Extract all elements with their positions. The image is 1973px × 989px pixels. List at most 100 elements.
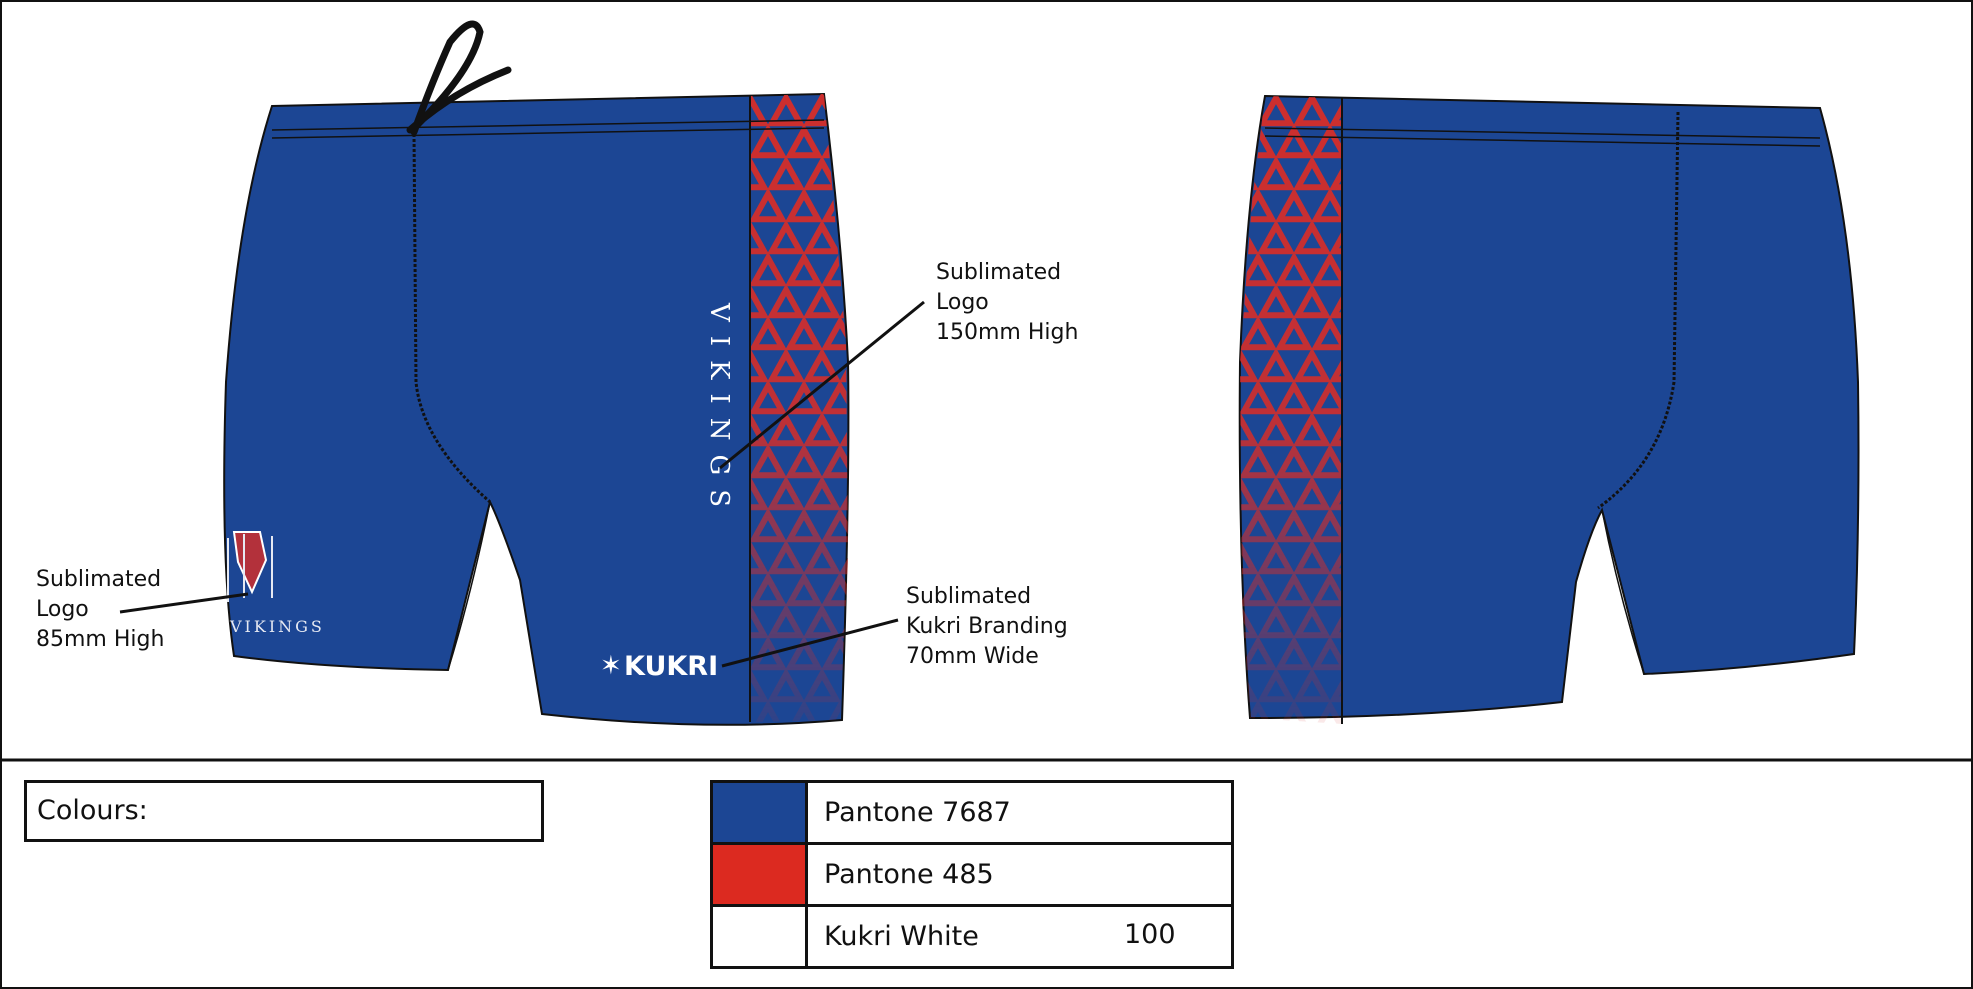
pattern-triangle: [750, 347, 770, 383]
back-waistband-line: [1264, 127, 1821, 139]
pattern-triangle: [1256, 155, 1296, 191]
pattern-triangle: [1310, 251, 1342, 287]
pattern-triangle: [750, 475, 770, 511]
pattern-triangle: [766, 283, 806, 319]
pattern-triangle: [766, 603, 806, 639]
right-logo-callout: Sublimated Logo 150mm High: [936, 260, 1079, 345]
crest-logo: VIKINGS: [227, 531, 325, 636]
pattern-triangle: [1274, 315, 1314, 351]
pattern-triangle: [750, 699, 788, 722]
pattern-triangle: [750, 251, 788, 287]
pattern-triangle: [1292, 603, 1332, 639]
pattern-triangle: [1292, 475, 1332, 511]
back-center-seam: [1597, 111, 1680, 510]
pattern-triangle: [750, 539, 770, 575]
pattern-triangle: [802, 283, 842, 319]
pattern-triangle: [1190, 98, 1218, 123]
pattern-triangle: [1190, 482, 1218, 507]
pattern-triangle: [784, 699, 824, 722]
pattern-triangle: [862, 386, 890, 411]
pattern-triangle: [766, 155, 806, 191]
pattern-triangle: [1310, 123, 1342, 159]
pattern-triangle: [1256, 667, 1296, 703]
pattern-triangle: [784, 187, 824, 223]
drawstring: [406, 20, 512, 136]
pattern-triangle: [802, 475, 842, 511]
pattern-triangle: [1240, 283, 1260, 319]
pattern-triangle: [1240, 187, 1242, 223]
colour-row: Pantone 7687: [710, 780, 1234, 845]
pattern-triangle: [1240, 443, 1242, 479]
pattern-triangle: [862, 642, 890, 667]
pattern-triangle: [750, 379, 788, 415]
pattern-triangle: [862, 258, 890, 283]
pattern-triangle: [862, 130, 890, 155]
pattern-triangle: [750, 219, 770, 255]
pattern-triangle: [1240, 603, 1260, 639]
pattern-triangle: [1292, 667, 1332, 703]
left-logo-pointer: [119, 592, 249, 614]
pattern-triangle: [1274, 443, 1314, 479]
pattern-triangle: [1310, 507, 1342, 543]
pattern-triangle: [1240, 635, 1278, 671]
pattern-triangle: [1310, 635, 1342, 671]
pattern-triangle: [1240, 571, 1278, 607]
pattern-triangle: [784, 315, 824, 351]
pattern-triangle: [1292, 283, 1332, 319]
pattern-triangle: [766, 94, 806, 127]
colour-name-cell: Pantone 7687: [805, 780, 1234, 845]
pattern-triangle: [1240, 411, 1260, 447]
pattern-triangle: [750, 155, 770, 191]
pattern-triangle: [802, 347, 842, 383]
pattern-triangle: [784, 443, 824, 479]
pattern-triangle: [766, 219, 806, 255]
pattern-triangle: [1240, 347, 1260, 383]
pattern-triangle: [1190, 226, 1218, 251]
pattern-triangle: [1190, 418, 1218, 443]
pattern-triangle: [784, 251, 824, 287]
pattern-triangle: [784, 571, 824, 607]
svg-text:VIKINGS: VIKINGS: [229, 617, 325, 636]
front-body: [223, 92, 850, 726]
pattern-triangle: [1240, 635, 1242, 671]
pattern-triangle: [1274, 699, 1314, 724]
pattern-triangle: [750, 123, 788, 159]
pattern-triangle: [1310, 571, 1342, 607]
pattern-triangle: [802, 219, 842, 255]
pattern-triangle: [1310, 699, 1342, 724]
front-waistband-line: [271, 119, 825, 131]
left-logo-callout: Sublimated Logo 85mm High: [36, 567, 165, 652]
pattern-triangle: [750, 187, 788, 223]
pattern-triangle: [1256, 411, 1296, 447]
pattern-triangle: [750, 507, 788, 543]
front-leg-seam: [447, 501, 491, 671]
pattern-triangle: [1240, 571, 1242, 607]
pattern-triangle: [766, 411, 806, 447]
pattern-triangle: [750, 315, 788, 351]
pattern-triangle: [838, 219, 848, 255]
pattern-triangle: [1240, 123, 1242, 159]
pattern-triangle: [802, 155, 842, 191]
pattern-triangle: [1292, 219, 1332, 255]
pattern-triangle: [862, 194, 890, 219]
pattern-triangle: [1274, 379, 1314, 415]
pattern-triangle: [1240, 379, 1278, 415]
pattern-triangle: [1240, 539, 1260, 575]
pattern-triangle: [1240, 251, 1278, 287]
front-fly-seam: [412, 133, 491, 504]
branding-pointer: [721, 618, 899, 668]
pattern-triangle: [784, 635, 824, 671]
pattern-triangle: [1274, 123, 1314, 159]
pattern-triangle: [1292, 411, 1332, 447]
pattern-triangle: [862, 450, 890, 475]
pattern-triangle: [1240, 507, 1278, 543]
pattern-triangle: [1256, 603, 1296, 639]
pattern-triangle: [750, 283, 770, 319]
pattern-triangle: [802, 411, 842, 447]
pattern-triangle: [784, 123, 824, 159]
pattern-triangle: [1256, 475, 1296, 511]
pattern-triangle: [838, 283, 848, 319]
